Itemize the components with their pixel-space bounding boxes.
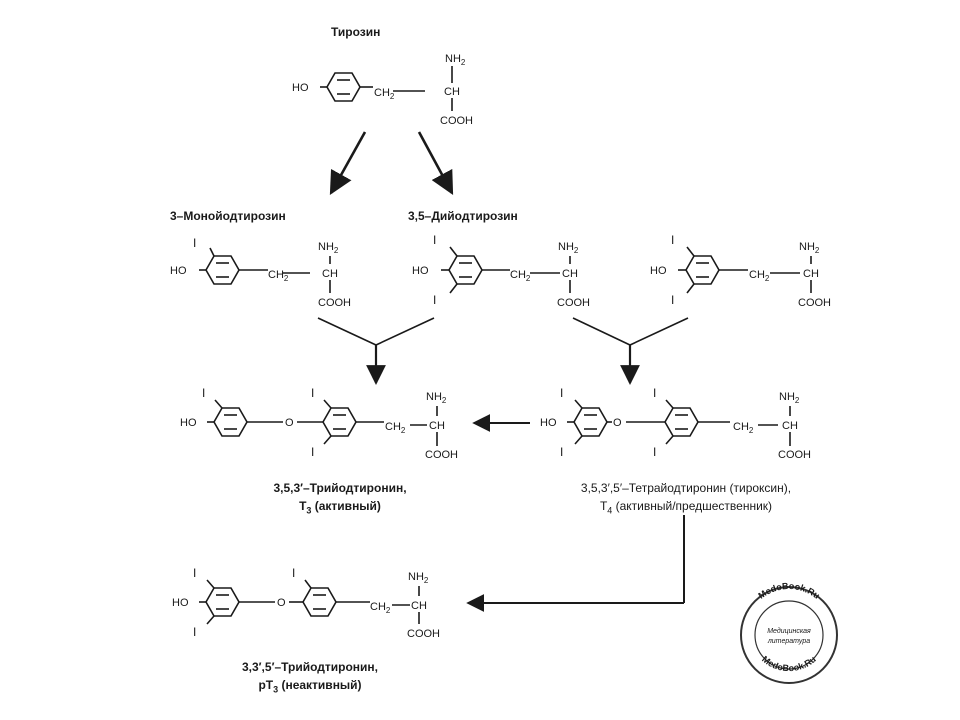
t3-ch2: CH2 xyxy=(385,421,406,435)
tyrosine-structure xyxy=(320,66,453,111)
dit-benzene-ring xyxy=(448,255,483,285)
mit-nh2: NH2 xyxy=(318,241,339,255)
t3-caption: 3,5,3′–Трийодтиронин, Т3 (активный) xyxy=(240,479,440,519)
rt3-cooh: COOH xyxy=(407,628,440,640)
tyrosine-ch2: CH2 xyxy=(374,87,395,101)
tyrosine-cooh: COOH xyxy=(440,115,473,127)
t4-iodine-inner-top: I xyxy=(653,386,656,400)
dit2-ho: HO xyxy=(650,265,667,277)
dit-ch2: CH2 xyxy=(510,269,531,283)
t4-iodine-inner-bottom: I xyxy=(653,445,656,459)
rt3-ch: CH xyxy=(411,600,427,612)
t4-inner-ring xyxy=(664,407,699,437)
t4-designation: Т4 (активный/предшественник) xyxy=(599,499,773,516)
arrow-tyrosine-to-mit xyxy=(329,131,367,196)
dit2-structure xyxy=(678,246,812,294)
t4-name: 3,5,3′,5′–Тетрайодтиронин (тироксин), xyxy=(580,481,792,495)
t4-nh2: NH2 xyxy=(779,391,800,405)
dit2-ch: CH xyxy=(803,268,819,280)
rt3-iodine-inner: I xyxy=(292,566,295,580)
rt3-iodine-outer-top: I xyxy=(193,566,196,580)
t3-inner-ring xyxy=(322,407,357,437)
dit-ho: HO xyxy=(412,265,429,277)
rt3-ho: HO xyxy=(172,597,189,609)
arrow-dit-dit-to-t4 xyxy=(572,317,689,385)
rt3-name: 3,3′,5′–Трийодтиронин, xyxy=(242,660,378,674)
mit-title: 3–Монойодтирозин xyxy=(170,209,286,223)
rt3-ether-o: O xyxy=(277,597,286,609)
dit2-benzene-ring xyxy=(685,255,720,285)
t3-structure xyxy=(207,399,438,446)
t3-ch: CH xyxy=(429,420,445,432)
t4-ether-o: O xyxy=(613,417,622,429)
rt3-inner-ring xyxy=(302,587,337,617)
rt3-outer-ring xyxy=(205,587,240,617)
t3-ether-o: O xyxy=(285,417,294,429)
dit2-cooh: COOH xyxy=(798,297,831,309)
t4-ch: CH xyxy=(782,420,798,432)
rt3-nh2: NH2 xyxy=(408,571,429,585)
rt3-designation: рТ3 (неактивный) xyxy=(258,678,362,695)
rt3-ch2: CH2 xyxy=(370,601,391,615)
t4-ch2: CH2 xyxy=(733,421,754,435)
mit-cooh: COOH xyxy=(318,297,351,309)
t4-iodine-outer-top: I xyxy=(560,386,563,400)
tyrosine-ch: CH xyxy=(444,86,460,98)
t4-ho: HO xyxy=(540,417,557,429)
stamp-line1: Медицинская xyxy=(767,627,811,635)
rt3-caption: 3,3′,5′–Трийодтиронин, рТ3 (неактивный) xyxy=(210,658,410,698)
t3-outer-ring xyxy=(213,407,248,437)
arrow-tyrosine-to-dit xyxy=(417,131,454,196)
arrow-mit-dit-to-t3 xyxy=(317,317,435,385)
mit-iodine: I xyxy=(193,236,196,250)
t3-ho: HO xyxy=(180,417,197,429)
stamp-line2: литература xyxy=(767,638,810,645)
dit-iodine-top: I xyxy=(433,233,436,247)
tyrosine-title: Тирозин xyxy=(331,25,380,39)
t3-nh2: NH2 xyxy=(426,391,447,405)
mit-ch2: CH2 xyxy=(268,269,289,283)
t3-cooh: COOH xyxy=(425,449,458,461)
mit-benzene-ring xyxy=(205,255,240,285)
stamp-bottom-text: MedoBook.Ru xyxy=(760,654,818,673)
t4-iodine-outer-bottom: I xyxy=(560,445,563,459)
tyrosine-ho: HO xyxy=(292,82,309,94)
t4-cooh: COOH xyxy=(778,449,811,461)
t4-outer-ring xyxy=(573,407,608,437)
dit2-iodine-bottom: I xyxy=(671,293,674,307)
rt3-iodine-outer-bottom: I xyxy=(193,625,196,639)
t3-iodine-outer: I xyxy=(202,386,205,400)
t4-caption: 3,5,3′,5′–Тетрайодтиронин (тироксин), Т4… xyxy=(536,479,836,519)
dit-iodine-bottom: I xyxy=(433,293,436,307)
mit-ho: HO xyxy=(170,265,187,277)
tyrosine-nh2: NH2 xyxy=(445,53,466,67)
t3-iodine-inner-top: I xyxy=(311,386,314,400)
rt3-structure xyxy=(199,579,420,625)
dit-cooh: COOH xyxy=(557,297,590,309)
mit-structure xyxy=(199,247,331,293)
dit-structure xyxy=(441,246,571,294)
medobook-stamp: MedoBook.Ru MedoBook.Ru Медицинская лите… xyxy=(740,581,838,684)
mit-ch: CH xyxy=(322,268,338,280)
t3-designation: Т3 (активный) xyxy=(299,499,381,516)
t3-iodine-inner-bottom: I xyxy=(311,445,314,459)
dit2-iodine-top: I xyxy=(671,233,674,247)
t4-structure xyxy=(567,399,791,446)
dit2-ch2: CH2 xyxy=(749,269,770,283)
stamp-top-text: MedoBook.Ru xyxy=(756,581,821,601)
arrow-t4-to-rt3 xyxy=(466,515,685,612)
dit2-nh2: NH2 xyxy=(799,241,820,255)
t3-name: 3,5,3′–Трийодтиронин, xyxy=(273,481,407,495)
tyrosine-benzene-ring xyxy=(326,72,361,102)
dit-title: 3,5–Дийодтирозин xyxy=(408,209,518,223)
dit-ch: CH xyxy=(562,268,578,280)
dit-nh2: NH2 xyxy=(558,241,579,255)
